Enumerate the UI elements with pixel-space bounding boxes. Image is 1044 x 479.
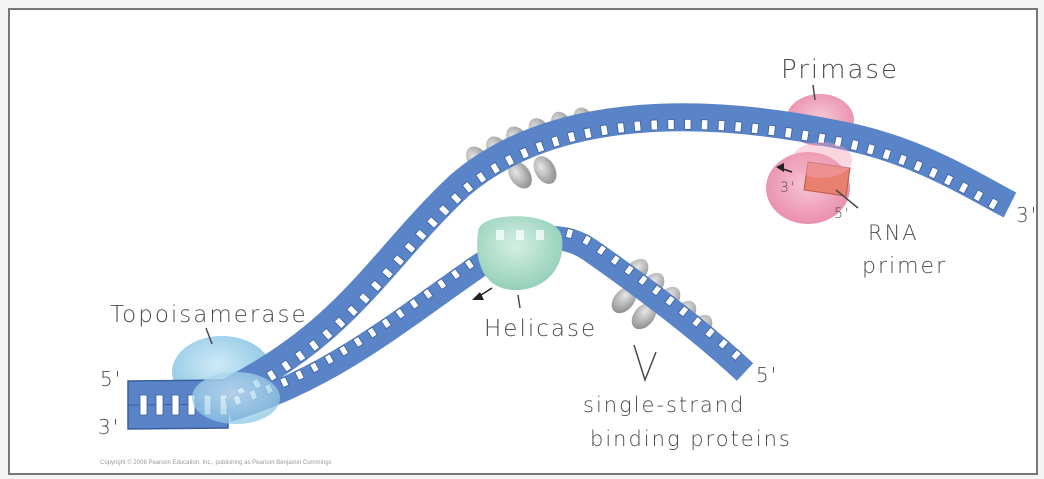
ssb-label-line2: binding proteins [590,427,792,451]
base-rung [735,122,742,133]
base-rung [701,120,708,130]
base-rung [651,120,658,130]
end-3-right-label: 3' [1016,203,1038,227]
base-rung [634,121,641,132]
primer-5-label: 5' [834,206,851,222]
rna-primer-label-line1: RNA [868,221,919,245]
base-rung [751,123,758,134]
base-rung [784,127,792,138]
end-3-left-label: 3' [98,415,120,439]
copyright-notice: Copyright © 2008 Pearson Education, Inc.… [100,459,332,466]
base-rung [768,125,776,136]
base-rung [718,120,725,130]
end-5-lower-label: 5' [756,363,778,387]
rna-primer-label-line2: primer [862,254,947,279]
end-5-left-label: 5' [100,367,122,391]
primase-label: Primase [781,55,899,85]
topoisomerase-label: Topoisamerase [110,302,308,328]
ssb-protein [529,152,561,188]
base-rung [801,130,809,141]
topoisomerase-enzyme-front [192,372,280,424]
base-pair [156,395,163,415]
base-rung [600,125,608,136]
base-rung [685,119,691,129]
base-rung [617,123,625,134]
primer-3-label: 3' [780,180,797,196]
helicase-label: Helicase [484,316,597,342]
base-rung [668,119,675,129]
primase-front [792,142,852,178]
helicase-enzyme [472,216,562,300]
base-pair [140,395,147,415]
ssb-label-line1: single-strand [583,393,745,417]
base-pair [172,395,179,415]
